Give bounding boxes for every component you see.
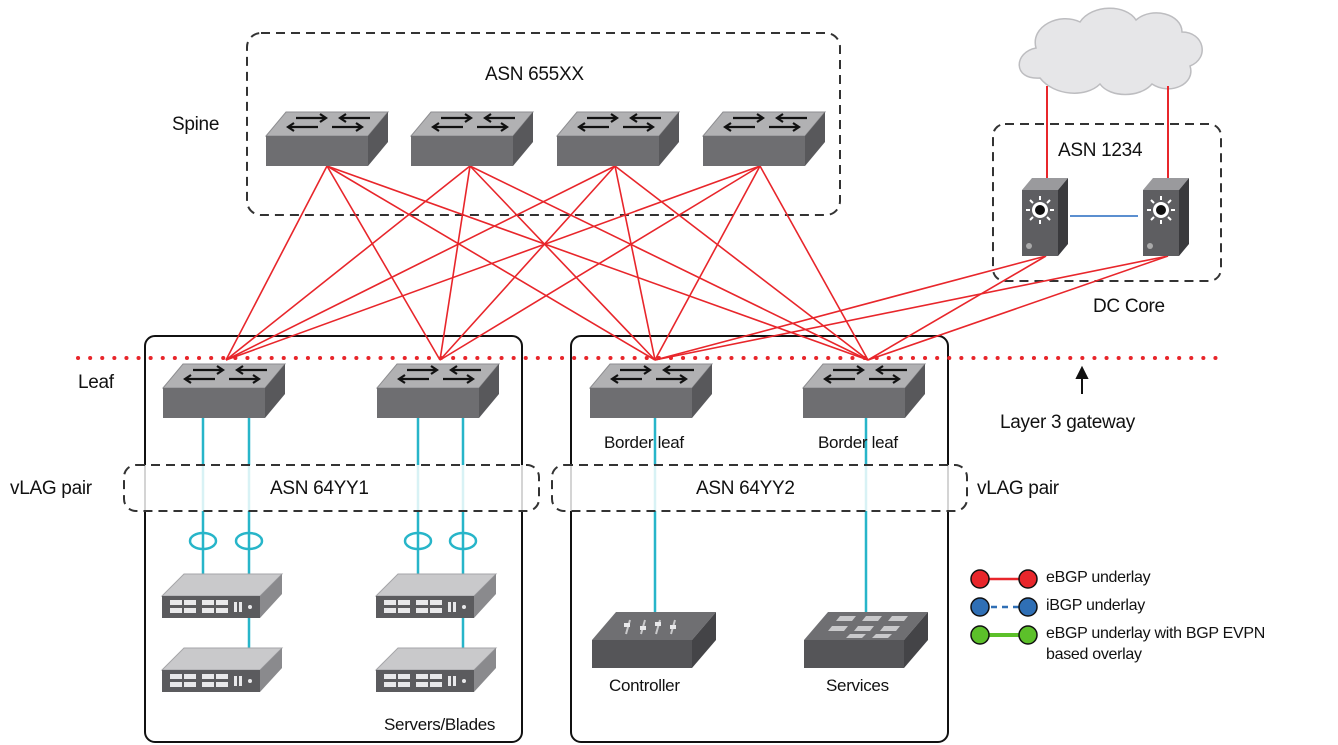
lag-ellipses xyxy=(188,531,478,551)
legend-ibgp-underlay xyxy=(970,597,1038,617)
spine-label: Spine xyxy=(172,114,220,135)
server-2 xyxy=(161,647,283,693)
leaf-switch-1 xyxy=(161,362,287,420)
servers-label: Servers/Blades xyxy=(384,715,496,734)
access-links xyxy=(201,418,868,652)
ebgp-core-border-links xyxy=(654,255,1169,361)
border-leaf-switch-1 xyxy=(588,362,714,420)
services-icon xyxy=(804,612,928,668)
dc-core-label: DC Core xyxy=(1093,296,1165,317)
vlag-band-left xyxy=(123,464,540,512)
asn-leaf-1-label: ASN 64YY1 xyxy=(270,478,369,499)
services-label: Services xyxy=(826,676,889,695)
leaf-pod-left-box xyxy=(144,335,523,743)
leaf-switch-2 xyxy=(375,362,501,420)
cloud-icon xyxy=(1018,7,1203,96)
legend-ebgp-underlay xyxy=(970,569,1038,589)
asn-spine-label: ASN 655XX xyxy=(485,64,584,85)
border-leaf-label-2: Border leaf xyxy=(818,433,898,452)
spine-asn-box xyxy=(246,32,841,216)
ebgp-spine-leaf-links xyxy=(225,165,869,361)
legend-label-ebgp: eBGP underlay xyxy=(1046,569,1151,586)
server-4 xyxy=(375,647,497,693)
core-router-2 xyxy=(1142,177,1190,257)
spine-switch-2 xyxy=(409,110,535,168)
spine-switch-1 xyxy=(264,110,390,168)
vlag-pair-left-label: vLAG pair xyxy=(10,478,92,499)
leaf-pod-right-box xyxy=(570,335,949,743)
legend-label-evpn-line2: based overlay xyxy=(1046,646,1142,663)
controller-label: Controller xyxy=(609,676,680,695)
layer3-gateway-label: Layer 3 gateway xyxy=(1000,412,1135,433)
spine-switch-4 xyxy=(701,110,827,168)
server-3 xyxy=(375,573,497,619)
controller-icon xyxy=(592,612,716,668)
legend-label-evpn: eBGP underlay with BGP EVPN xyxy=(1046,625,1265,642)
legend-label-ibgp: iBGP underlay xyxy=(1046,597,1145,614)
asn-leaf-2-label: ASN 64YY2 xyxy=(696,478,795,499)
server-1 xyxy=(161,573,283,619)
border-leaf-switch-2 xyxy=(801,362,927,420)
legend-ebgp-evpn xyxy=(970,625,1038,645)
core-asn-box xyxy=(992,123,1222,282)
vlag-pair-right-label: vLAG pair xyxy=(977,478,1059,499)
asn-core-label: ASN 1234 xyxy=(1058,140,1143,161)
cloud-uplinks xyxy=(1046,86,1169,178)
spine-switch-3 xyxy=(555,110,681,168)
border-leaf-label-1: Border leaf xyxy=(604,433,684,452)
core-router-1 xyxy=(1021,177,1069,257)
vlag-band-right xyxy=(551,464,968,512)
up-arrow-icon xyxy=(1075,365,1089,394)
leaf-label: Leaf xyxy=(78,372,114,393)
